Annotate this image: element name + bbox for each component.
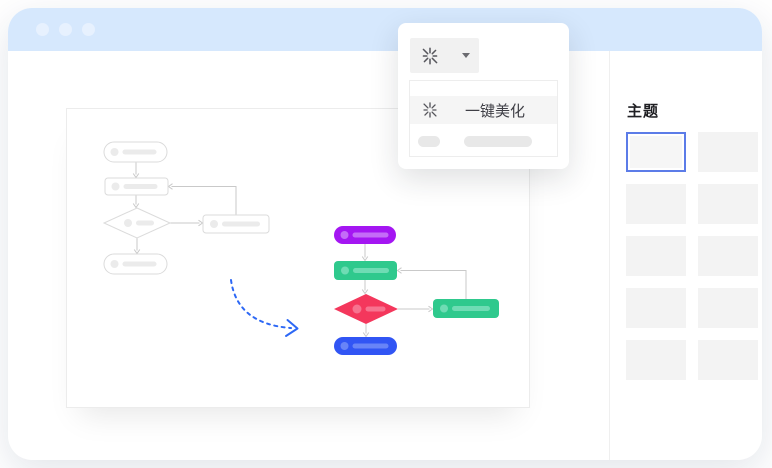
placeholder-line — [353, 268, 389, 273]
traffic-light-dot — [82, 23, 95, 36]
placeholder-pill — [418, 136, 440, 147]
traffic-light-dot — [59, 23, 72, 36]
theme-grid — [626, 132, 758, 380]
theme-thumbnail[interactable] — [626, 184, 686, 224]
placeholder-line — [452, 306, 490, 311]
theme-thumbnail[interactable] — [626, 236, 686, 276]
sidebar-divider — [609, 51, 610, 460]
placeholder-dot — [440, 304, 448, 313]
flow-before-group — [102, 141, 270, 275]
beautify-burst-icon — [422, 46, 438, 65]
placeholder-dot — [124, 219, 132, 227]
theme-thumbnail[interactable] — [698, 132, 758, 172]
placeholder-line — [122, 261, 157, 267]
traffic-light-dot — [36, 23, 49, 36]
menu-item-label: 一键美化 — [465, 102, 526, 120]
placeholder-line — [365, 306, 386, 312]
placeholder-dot — [352, 304, 362, 314]
placeholder-dot — [110, 260, 119, 268]
placeholder-dot — [340, 231, 349, 239]
theme-thumbnail[interactable] — [626, 288, 686, 328]
theme-thumbnail[interactable] — [698, 236, 758, 276]
after-connectors — [361, 244, 467, 338]
theme-panel-title: 主题 — [627, 103, 660, 120]
beautify-popup: 一键美化 — [398, 23, 569, 169]
placeholder-line — [222, 221, 260, 227]
placeholder-line — [122, 149, 157, 155]
placeholder-dot — [340, 342, 349, 350]
beautify-transition-arrow — [230, 279, 299, 337]
placeholder-line — [352, 232, 389, 238]
placeholder-line — [136, 220, 154, 226]
beautify-burst-icon — [423, 102, 437, 118]
placeholder-dot — [110, 148, 119, 156]
placeholder-dot — [111, 182, 120, 191]
placeholder-line — [352, 343, 389, 349]
menu-item-placeholder[interactable] — [410, 136, 557, 147]
placeholder-dot — [341, 266, 349, 275]
menu-item-beautify[interactable]: 一键美化 — [410, 96, 557, 124]
flowchart-illustration — [102, 141, 499, 355]
app-window: 一键美化 主题 — [8, 8, 762, 460]
flow-after-group — [334, 226, 499, 355]
caret-down-icon — [462, 53, 470, 58]
before-connectors — [132, 162, 237, 255]
theme-thumbnail[interactable] — [698, 184, 758, 224]
theme-thumbnail[interactable] — [626, 340, 686, 380]
theme-thumbnail[interactable] — [698, 288, 758, 328]
window-titlebar — [8, 8, 762, 51]
beautify-menu: 一键美化 — [409, 80, 558, 157]
placeholder-dot — [210, 220, 218, 228]
beautify-toolbar-button[interactable] — [410, 38, 479, 73]
placeholder-line — [123, 184, 158, 189]
theme-thumbnail-selected[interactable] — [626, 132, 686, 172]
placeholder-pill — [464, 136, 532, 147]
theme-thumbnail[interactable] — [698, 340, 758, 380]
